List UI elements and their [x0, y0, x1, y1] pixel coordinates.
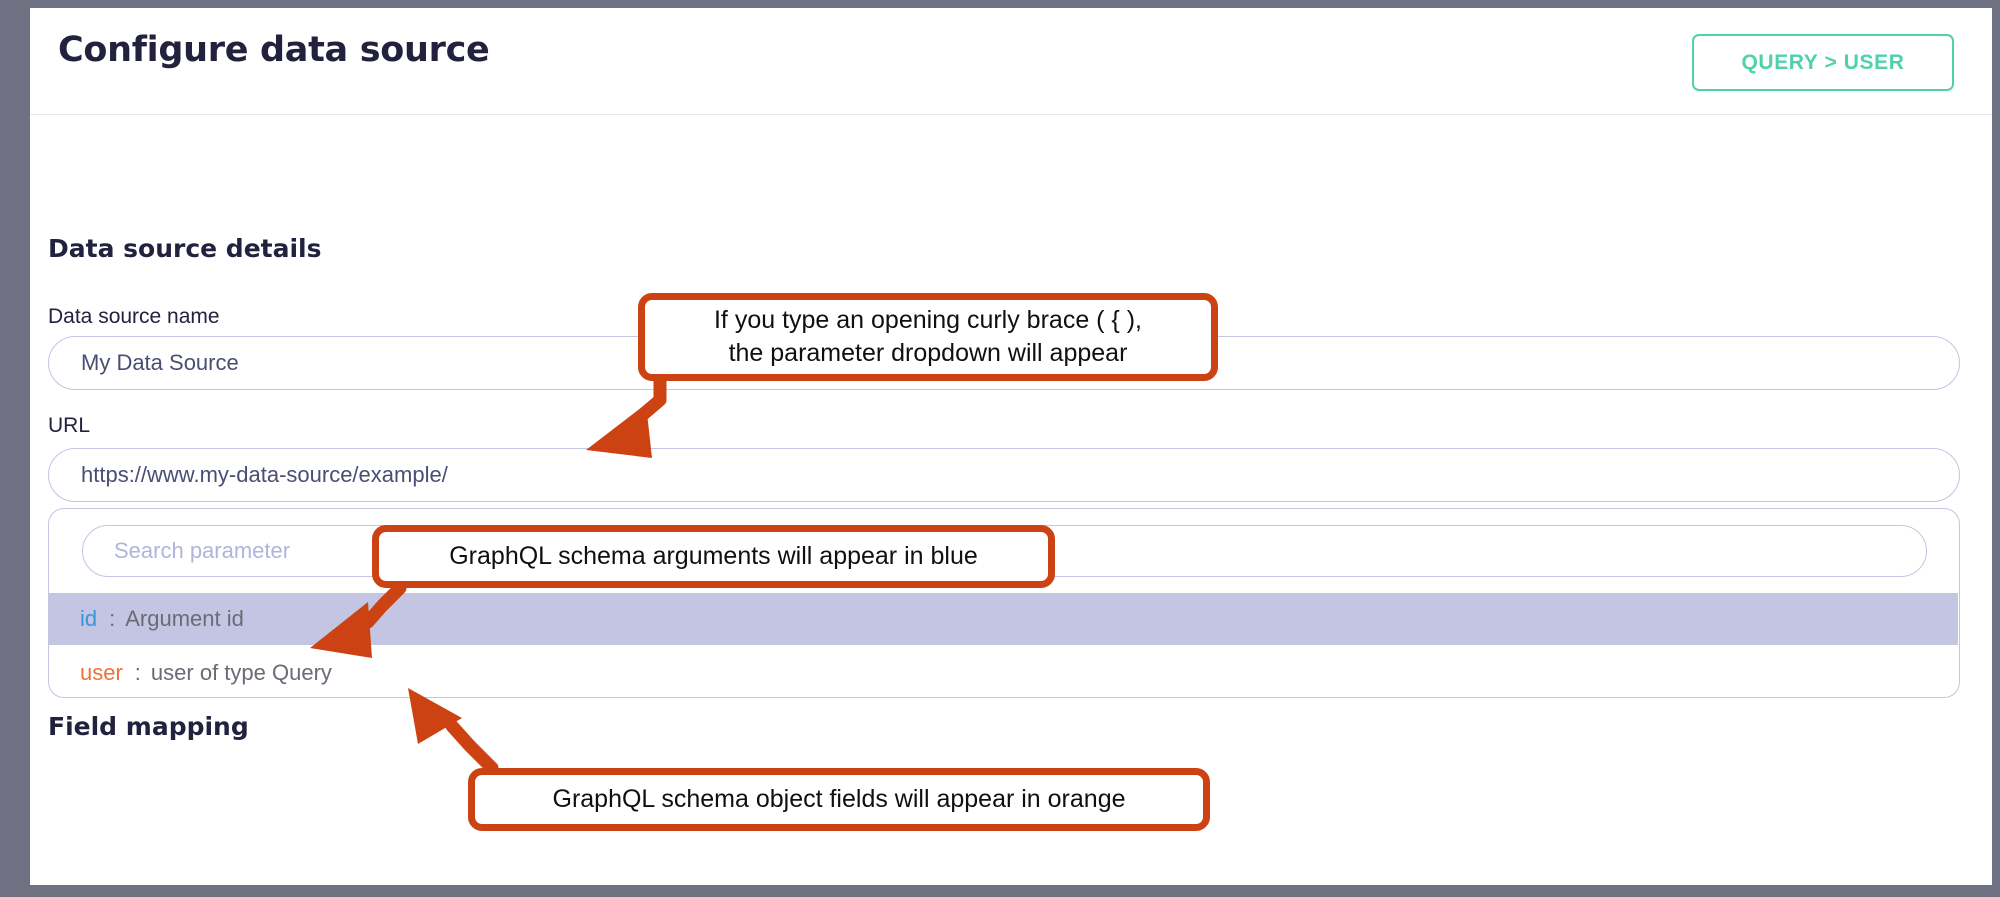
window-frame-bottom: [0, 885, 2000, 897]
callout-curly-brace: If you type an opening curly brace ( { )…: [638, 293, 1218, 381]
callout-arguments-blue: GraphQL schema arguments will appear in …: [372, 525, 1055, 588]
callout-object-fields-orange: GraphQL schema object fields will appear…: [468, 768, 1210, 831]
window-frame-top: [0, 0, 2000, 8]
window-frame-left: [0, 0, 30, 897]
url-input[interactable]: https://www.my-data-source/example/: [48, 448, 1960, 502]
query-user-button[interactable]: QUERY > USER: [1692, 34, 1954, 91]
field-mapping-heading: Field mapping: [48, 712, 249, 741]
dropdown-option-user[interactable]: user : user of type Query: [49, 647, 1958, 697]
window-frame-right: [1992, 0, 2000, 897]
dropdown-option-separator: :: [109, 606, 116, 631]
dropdown-option-id[interactable]: id : Argument id: [49, 593, 1958, 645]
dropdown-option-key: user: [80, 660, 123, 685]
data-source-name-label: Data source name: [48, 305, 220, 328]
data-source-details-heading: Data source details: [48, 234, 322, 263]
dropdown-option-description: user of type Query: [150, 660, 332, 685]
callout-line-2: the parameter dropdown will appear: [728, 339, 1128, 367]
configure-data-source-card: Configure data source QUERY > USER Data …: [30, 8, 1992, 885]
card-header: Configure data source QUERY > USER: [30, 8, 1992, 115]
url-label: URL: [48, 414, 91, 437]
dropdown-option-description: Argument id: [125, 606, 244, 631]
dropdown-option-separator: :: [134, 660, 141, 685]
dropdown-option-key: id: [80, 606, 98, 631]
callout-line-1: If you type an opening curly brace ( { )…: [713, 306, 1142, 334]
page-title: Configure data source: [58, 30, 490, 70]
